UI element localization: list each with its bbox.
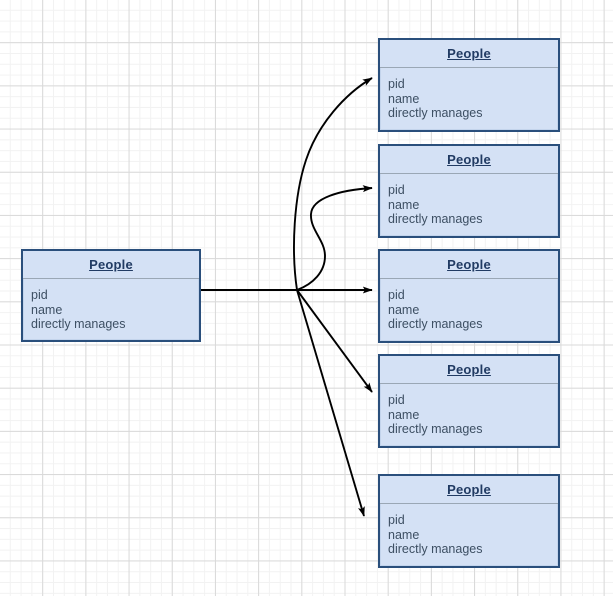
attribute-row: name xyxy=(388,91,420,106)
entity-title: People xyxy=(447,257,491,272)
attribute-row: name xyxy=(388,527,420,542)
entity-target-4[interactable]: People pid name directly manages xyxy=(378,354,560,448)
entity-target-2[interactable]: People pid name directly manages xyxy=(378,144,560,238)
attribute-row: pid xyxy=(388,288,405,302)
entity-attributes: pid name directly manages xyxy=(380,504,558,557)
entity-header: People xyxy=(23,251,199,279)
entity-attributes: pid name directly manages xyxy=(380,384,558,437)
entity-title: People xyxy=(447,362,491,377)
edge-junction-to-target-4 xyxy=(296,289,373,393)
entity-attributes: pid name directly manages xyxy=(380,174,558,227)
entity-attributes: pid name directly manages xyxy=(23,279,199,332)
entity-target-3[interactable]: People pid name directly manages xyxy=(378,249,560,343)
edge-junction-to-target-5 xyxy=(296,289,365,517)
entity-attributes: pid name directly manages xyxy=(380,279,558,332)
entity-header: People xyxy=(380,356,558,384)
attribute-row: directly manages xyxy=(31,317,126,332)
entity-target-5[interactable]: People pid name directly manages xyxy=(378,474,560,568)
attribute-row: directly manages xyxy=(388,106,483,121)
entity-target-1[interactable]: People pid name directly manages xyxy=(378,38,560,132)
attribute-row: name xyxy=(388,407,420,422)
entity-header: People xyxy=(380,251,558,279)
edge-junction-to-target-1 xyxy=(293,77,373,291)
entity-header: People xyxy=(380,40,558,68)
attribute-row: pid xyxy=(388,513,405,527)
attribute-row: pid xyxy=(388,77,405,91)
attribute-row: directly manages xyxy=(388,212,483,227)
entity-title: People xyxy=(447,152,491,167)
attribute-row: name xyxy=(31,302,63,317)
attribute-row: name xyxy=(388,197,420,212)
attribute-row: pid xyxy=(388,393,405,407)
attribute-row: directly manages xyxy=(388,542,483,557)
attribute-row: name xyxy=(388,302,420,317)
attribute-row: directly manages xyxy=(388,422,483,437)
entity-title: People xyxy=(447,482,491,497)
attribute-row: pid xyxy=(31,288,48,302)
edge-junction-to-target-2 xyxy=(296,185,373,291)
entity-title: People xyxy=(447,46,491,61)
entity-attributes: pid name directly manages xyxy=(380,68,558,121)
entity-title: People xyxy=(89,257,133,272)
attribute-row: pid xyxy=(388,183,405,197)
entity-header: People xyxy=(380,146,558,174)
entity-header: People xyxy=(380,476,558,504)
entity-source[interactable]: People pid name directly manages xyxy=(21,249,201,342)
attribute-row: directly manages xyxy=(388,317,483,332)
